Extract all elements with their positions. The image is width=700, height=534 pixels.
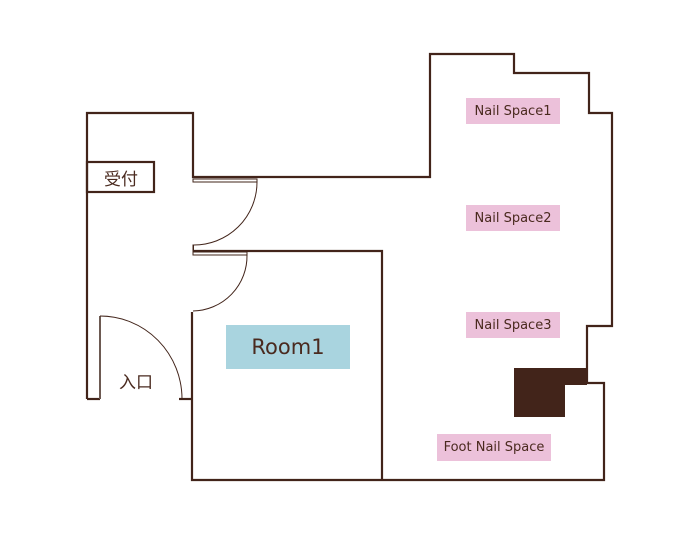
reception-counter [85, 160, 156, 194]
door-leaf-2 [192, 251, 248, 256]
door-leaf-1 [192, 178, 258, 183]
door-swing-2 [192, 254, 248, 312]
nail-space-3: Nail Space3 [466, 312, 560, 338]
outer-wall-lower [190, 312, 606, 482]
foot-nail-space: Foot Nail Space [437, 434, 551, 461]
entrance-door-swing [99, 315, 183, 400]
outer-wall [85, 52, 614, 399]
room1-wall [193, 249, 384, 480]
reception-label: 受付 [104, 169, 138, 190]
door-swing-1 [192, 181, 258, 246]
room1-label: Room1 [226, 325, 350, 369]
nail-space-1: Nail Space1 [466, 98, 560, 124]
entrance-label: 入口 [119, 372, 153, 393]
pillar-block [514, 368, 587, 417]
nail-space-2: Nail Space2 [466, 205, 560, 231]
